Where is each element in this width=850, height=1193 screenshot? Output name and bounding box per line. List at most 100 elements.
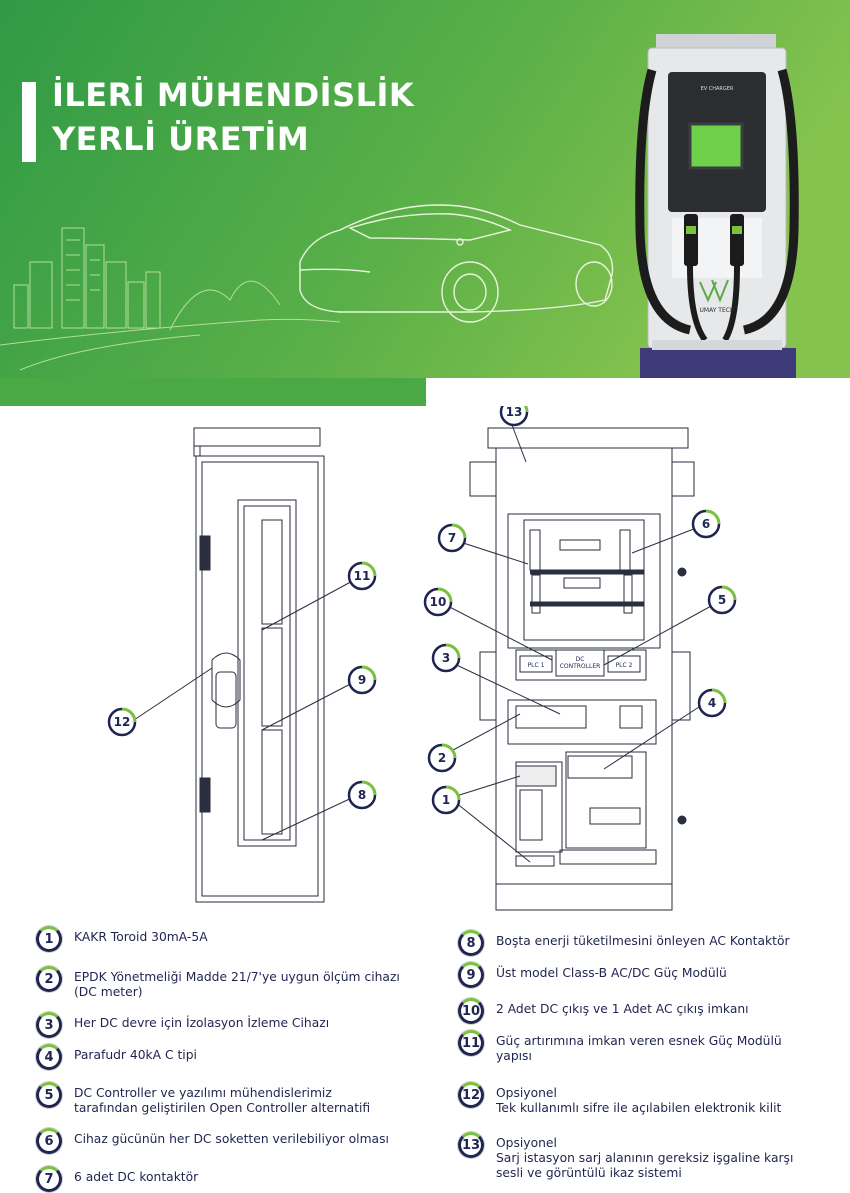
legend-item-2: 2 EPDK Yönetmeliği Madde 21/7'ye uygun öl… xyxy=(36,966,400,1000)
legend-item-8: 8 Boşta enerji tüketilmesini önleyen AC K… xyxy=(458,930,790,956)
legend-text: Her DC devre için İzolasyon İzleme Cihaz… xyxy=(74,1012,329,1031)
charger-screen-label: EV CHARGER xyxy=(701,86,734,92)
legend-badge: 13 xyxy=(458,1132,484,1158)
svg-text:10: 10 xyxy=(430,595,447,609)
legend-text: EPDK Yönetmeliği Madde 21/7'ye uygun ölç… xyxy=(74,966,400,1000)
legend-line: Her DC devre için İzolasyon İzleme Cihaz… xyxy=(74,1016,330,1030)
legend-text: Cihaz gücünün her DC soketten verilebili… xyxy=(74,1128,389,1147)
legend-line: DC Controller ve yazılımı mühendislerimi… xyxy=(74,1086,332,1100)
legend-text: Parafudr 40kA C tipi xyxy=(74,1044,197,1063)
svg-text:7: 7 xyxy=(448,531,456,545)
callout-4: 4 xyxy=(697,688,727,718)
svg-text:4: 4 xyxy=(708,696,716,710)
callout-2: 2 xyxy=(427,743,457,773)
legend-badge: 4 xyxy=(36,1044,62,1070)
legend-line: Opsiyonel xyxy=(496,1086,557,1100)
title-accent-bar xyxy=(22,82,36,162)
legend-item-7: 7 6 adet DC kontaktör xyxy=(36,1166,198,1192)
charger-screen xyxy=(688,122,744,170)
car-illustration xyxy=(299,204,614,323)
callout-11: 11 xyxy=(347,561,377,591)
callout-7: 7 xyxy=(437,523,467,553)
legend-text: Boşta enerji tüketilmesini önleyen AC Ko… xyxy=(496,930,790,949)
legend-item-6: 6 Cihaz gücünün her DC soketten verilebil… xyxy=(36,1128,389,1154)
legend-line: Opsiyonel xyxy=(496,1136,557,1150)
legend-line: EPDK Yönetmeliği Madde 21/7'ye uygun ölç… xyxy=(74,970,400,984)
svg-text:2: 2 xyxy=(438,751,446,765)
feature-legend: 1 KAKR Toroid 30mA-5A 2 EPDK Yönetmeliği Ma… xyxy=(0,920,850,1193)
title-line-1: İLERİ MÜHENDİSLİK xyxy=(52,76,415,114)
umay-logo-icon xyxy=(699,279,729,303)
legend-badge: 9 xyxy=(458,962,484,988)
callout-1: 1 xyxy=(431,785,461,815)
svg-text:12: 12 xyxy=(114,715,131,729)
plc1-label: PLC 1 xyxy=(528,662,545,669)
legend-line: Sarj istasyon sarj alanının gereksiz işg… xyxy=(496,1151,794,1165)
legend-badge: 11 xyxy=(458,1030,484,1056)
legend-item-1: 1 KAKR Toroid 30mA-5A xyxy=(36,926,208,952)
legend-item-10: 10 2 Adet DC çıkış ve 1 Adet AC çıkış imk… xyxy=(458,998,749,1024)
legend-badge: 2 xyxy=(36,966,62,992)
legend-line: Parafudr 40kA C tipi xyxy=(74,1048,197,1062)
legend-badge: 5 xyxy=(36,1082,62,1108)
dc-controller-label-1: DC xyxy=(576,656,585,663)
legend-line: tarafından geliştirilen Open Controller … xyxy=(74,1101,371,1115)
legend-text: Güç artırımına imkan veren esnek Güç Mod… xyxy=(496,1030,782,1064)
callout-12: 12 xyxy=(107,707,137,737)
legend-text: 2 Adet DC çıkış ve 1 Adet AC çıkış imkan… xyxy=(496,998,749,1017)
legend-line: 2 Adet DC çıkış ve 1 Adet AC çıkış imkan… xyxy=(496,1002,749,1016)
dc-controller-label-2: CONTROLLER xyxy=(560,663,601,670)
cabinet-diagram: PLC 1 DC CONTROLLER PLC 2 11 9 8 12 13 7… xyxy=(107,406,737,911)
charger-brand: UMAY TECH xyxy=(700,307,735,314)
legend-badge: 3 xyxy=(36,1012,62,1038)
legend-item-4: 4 Parafudr 40kA C tipi xyxy=(36,1044,197,1070)
legend-item-5: 5 DC Controller ve yazılımı mühendislerim… xyxy=(36,1082,370,1116)
callouts: 11 9 8 12 13 7 6 10 5 3 4 2 1 xyxy=(107,406,737,815)
legend-line: Cihaz gücünün her DC soketten verilebili… xyxy=(74,1132,389,1146)
legend-line: Boşta enerji tüketilmesini önleyen AC Ko… xyxy=(496,934,790,948)
legend-badge: 7 xyxy=(36,1166,62,1192)
legend-item-3: 3 Her DC devre için İzolasyon İzleme Ciha… xyxy=(36,1012,329,1038)
svg-text:9: 9 xyxy=(358,673,366,687)
legend-item-9: 9 Üst model Class-B AC/DC Güç Modülü xyxy=(458,962,727,988)
hero-banner: EV CHARGER UMAY TECH xyxy=(0,0,850,406)
callout-5: 5 xyxy=(707,585,737,615)
cabinet-interior-view xyxy=(469,427,695,911)
legend-text: Üst model Class-B AC/DC Güç Modülü xyxy=(496,962,727,981)
legend-badge: 10 xyxy=(458,998,484,1024)
callout-leaders xyxy=(133,424,723,863)
city-skyline-illustration xyxy=(0,227,341,371)
svg-text:5: 5 xyxy=(718,593,726,607)
svg-text:8: 8 xyxy=(358,788,366,802)
ev-charger-illustration: EV CHARGER UMAY TECH xyxy=(635,34,799,378)
legend-line: Tek kullanımlı sifre ile açılabilen elek… xyxy=(496,1101,782,1115)
callout-10: 10 xyxy=(423,587,453,617)
legend-badge: 8 xyxy=(458,930,484,956)
legend-badge: 6 xyxy=(36,1128,62,1154)
svg-text:6: 6 xyxy=(702,517,710,531)
legend-badge: 12 xyxy=(458,1082,484,1108)
callout-8: 8 xyxy=(347,780,377,810)
svg-text:3: 3 xyxy=(442,651,450,665)
legend-line: Güç artırımına imkan veren esnek Güç Mod… xyxy=(496,1034,782,1048)
callout-3: 3 xyxy=(431,643,461,673)
svg-text:13: 13 xyxy=(506,406,523,419)
legend-line: sesli ve görüntülü ikaz sistemi xyxy=(496,1166,682,1180)
legend-text: 6 adet DC kontaktör xyxy=(74,1166,198,1185)
legend-line: Üst model Class-B AC/DC Güç Modülü xyxy=(496,966,727,980)
callout-13: 13 xyxy=(499,406,529,427)
legend-text: DC Controller ve yazılımı mühendislerimi… xyxy=(74,1082,370,1116)
legend-line: KAKR Toroid 30mA-5A xyxy=(74,930,208,944)
legend-line: 6 adet DC kontaktör xyxy=(74,1170,199,1184)
plc2-label: PLC 2 xyxy=(616,662,633,669)
callout-9: 9 xyxy=(347,665,377,695)
legend-item-11: 11 Güç artırımına imkan veren esnek Güç M… xyxy=(458,1030,782,1064)
svg-text:1: 1 xyxy=(442,793,450,807)
legend-text: KAKR Toroid 30mA-5A xyxy=(74,926,208,945)
banner-lower-strip xyxy=(0,378,426,406)
callout-6: 6 xyxy=(691,509,721,539)
legend-badge: 1 xyxy=(36,926,62,952)
